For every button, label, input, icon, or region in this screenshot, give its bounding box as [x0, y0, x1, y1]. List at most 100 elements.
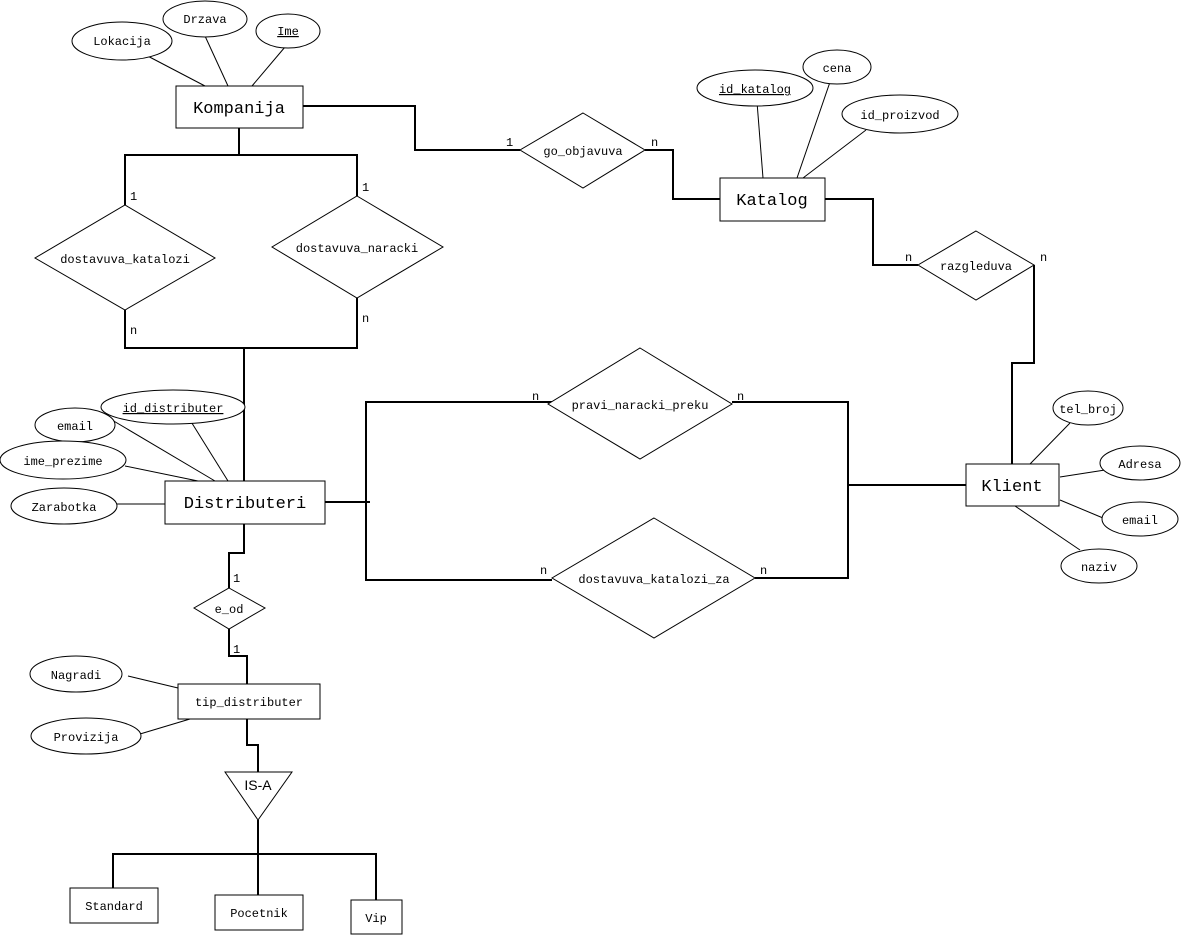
edge-kompanija-drzava — [204, 35, 229, 87]
card-razgleduva-right: n — [1040, 251, 1047, 265]
entity-tip-distributer: tip_distributer — [177, 683, 321, 720]
svg-text:Kompanija: Kompanija — [193, 100, 285, 119]
relationship-dostavuva-katalozi: dostavuva_katalozi — [34, 204, 216, 311]
attribute-id-distributer-key: id_distributer — [100, 389, 246, 425]
svg-text:go_objavuva: go_objavuva — [543, 145, 622, 159]
svg-text:id_distributer: id_distributer — [123, 402, 224, 416]
edge-distributeri-id — [189, 419, 229, 482]
edge-klient-tel-broj — [1029, 422, 1071, 465]
entity-katalog: Katalog — [719, 177, 826, 222]
attribute-drzava: Drzava — [162, 0, 248, 38]
edge-kompanija-relations — [124, 154, 358, 205]
svg-text:dostavuva_naracki: dostavuva_naracki — [296, 242, 418, 256]
edge-relations-klient — [732, 401, 849, 579]
svg-text:Zarabotka: Zarabotka — [32, 501, 97, 515]
svg-text:tel_broj: tel_broj — [1059, 403, 1117, 417]
edge-dostavuva-naracki-distributeri — [244, 298, 358, 349]
svg-text:Lokacija: Lokacija — [93, 35, 151, 49]
attribute-email-distributer: email — [34, 407, 116, 443]
svg-text:Vip: Vip — [365, 912, 387, 926]
isa-triangle: IS-A — [224, 771, 293, 821]
entity-standard: Standard — [69, 887, 159, 924]
card-dostavuva-katalozi-top: 1 — [130, 190, 137, 204]
attribute-provizija: Provizija — [30, 717, 142, 755]
svg-text:dostavuva_katalozi: dostavuva_katalozi — [60, 253, 190, 267]
card-e-od-top: 1 — [233, 572, 240, 586]
card-dostavuva-katalozi-za-right: n — [760, 564, 767, 578]
svg-text:Ime: Ime — [277, 25, 299, 39]
edge-kompanija-ime — [251, 46, 286, 87]
card-dostavuva-naracki-top: 1 — [362, 181, 369, 195]
card-pravi-naracki-right: n — [737, 390, 744, 404]
svg-text:Provizija: Provizija — [54, 731, 119, 745]
svg-text:Katalog: Katalog — [736, 192, 807, 211]
edge-e-od-tip-distributer — [228, 629, 248, 684]
edge-dostavuva-katalozi-distributeri — [124, 310, 244, 349]
svg-text:dostavuva_katalozi_za: dostavuva_katalozi_za — [578, 573, 729, 587]
entity-pocetnik: Pocetnik — [214, 894, 304, 931]
attribute-adresa: Adresa — [1099, 445, 1181, 481]
svg-text:Pocetnik: Pocetnik — [230, 907, 288, 921]
edge-isa-subclasses — [112, 853, 377, 900]
svg-text:Klient: Klient — [981, 478, 1042, 497]
relationship-dostavuva-katalozi-za: dostavuva_katalozi_za — [551, 517, 756, 639]
svg-text:Distributeri: Distributeri — [184, 495, 306, 514]
edge-klient-naziv — [1014, 505, 1081, 551]
edge-tip-provizija — [139, 718, 191, 735]
edge-razgleduva-klient — [1011, 265, 1035, 464]
svg-text:IS-A: IS-A — [244, 777, 272, 793]
svg-text:cena: cena — [823, 62, 852, 76]
svg-text:Nagradi: Nagradi — [51, 669, 101, 683]
edge-katalog-cena — [796, 81, 831, 179]
card-dostavuva-naracki-bottom: n — [362, 312, 369, 326]
relationship-dostavuva-naracki: dostavuva_naracki — [271, 195, 444, 299]
attribute-nagradi: Nagradi — [29, 655, 123, 693]
attribute-cena: cena — [802, 49, 872, 85]
attribute-naziv: naziv — [1060, 548, 1138, 584]
edge-go-objavuva-katalog — [645, 149, 720, 200]
relationship-pravi-naracki-preku: pravi_naracki_preku — [547, 347, 733, 460]
svg-text:id_proizvod: id_proizvod — [860, 109, 939, 123]
card-dostavuva-katalozi-bottom: n — [130, 324, 137, 338]
card-go-objavuva-left: 1 — [506, 136, 513, 150]
edge-klient-adresa — [1059, 469, 1106, 478]
svg-text:Standard: Standard — [85, 900, 143, 914]
svg-text:email: email — [57, 420, 93, 434]
card-razgleduva-left: n — [905, 251, 912, 265]
card-dostavuva-katalozi-za-left: n — [540, 564, 547, 578]
edge-distributeri-e-od — [228, 524, 245, 588]
edge-katalog-razgleduva — [825, 198, 918, 266]
card-go-objavuva-right: n — [651, 136, 658, 150]
svg-text:Adresa: Adresa — [1118, 458, 1161, 472]
svg-text:naziv: naziv — [1081, 561, 1117, 575]
svg-text:tip_distributer: tip_distributer — [195, 696, 303, 710]
attribute-zarabotka: Zarabotka — [10, 487, 118, 525]
entity-kompanija: Kompanija — [175, 85, 304, 129]
attribute-lokacija: Lokacija — [71, 21, 173, 61]
edge-katalog-id-proizvod — [802, 129, 867, 179]
edge-kompanija-go-objavuva — [303, 105, 520, 151]
entity-distributeri: Distributeri — [164, 480, 326, 525]
edge-klient-email — [1059, 499, 1104, 519]
edge-distributeri-relations — [365, 401, 552, 581]
edge-distributeri-email — [111, 419, 216, 482]
svg-text:Drzava: Drzava — [183, 13, 226, 27]
attribute-id-katalog-key: id_katalog — [696, 69, 814, 107]
entity-klient: Klient — [965, 463, 1060, 507]
entity-vip: Vip — [350, 899, 403, 935]
card-e-od-bottom: 1 — [233, 643, 240, 657]
svg-text:razgleduva: razgleduva — [940, 260, 1012, 274]
attribute-ime-key: Ime — [255, 13, 321, 49]
card-pravi-naracki-left: n — [532, 390, 539, 404]
edge-distributeri-ime-prezime — [124, 465, 199, 482]
attribute-ime-prezime: ime_prezime — [0, 440, 127, 480]
edge-katalog-id-katalog — [756, 101, 764, 179]
relationship-go-objavuva: go_objavuva — [519, 112, 646, 189]
svg-text:email: email — [1122, 514, 1158, 528]
edge-tip-nagradi — [127, 675, 179, 689]
svg-text:e_od: e_od — [215, 603, 244, 617]
edge-tip-isa — [246, 719, 259, 772]
svg-text:ime_prezime: ime_prezime — [23, 455, 102, 469]
attribute-id-proizvod: id_proizvod — [841, 94, 959, 134]
